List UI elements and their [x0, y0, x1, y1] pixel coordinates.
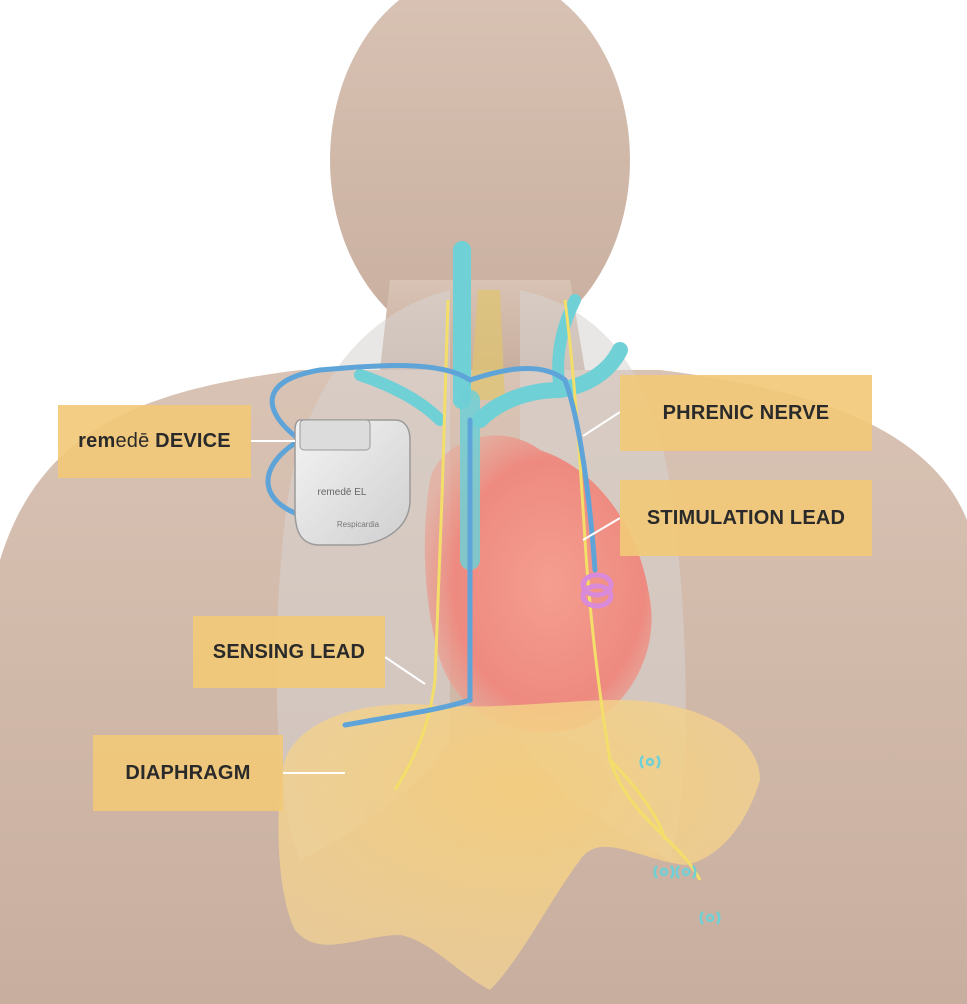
stimulation-lead-label: STIMULATION LEAD — [620, 480, 872, 556]
phrenic-nerve-label: PHRENIC NERVE — [620, 375, 872, 451]
device-label-bold: rem — [78, 430, 115, 453]
diaphragm-label: DIAPHRAGM — [93, 735, 283, 811]
device-label-suffix: DEVICE — [149, 430, 230, 453]
sensing-lead-label: SENSING LEAD — [193, 616, 385, 688]
device-brand-text: Respicardia — [337, 520, 380, 529]
remede-device: remedē EL Respicardia — [295, 420, 410, 545]
device-label-light: edē — [115, 430, 149, 453]
device-model-text: remedē EL — [318, 487, 367, 498]
